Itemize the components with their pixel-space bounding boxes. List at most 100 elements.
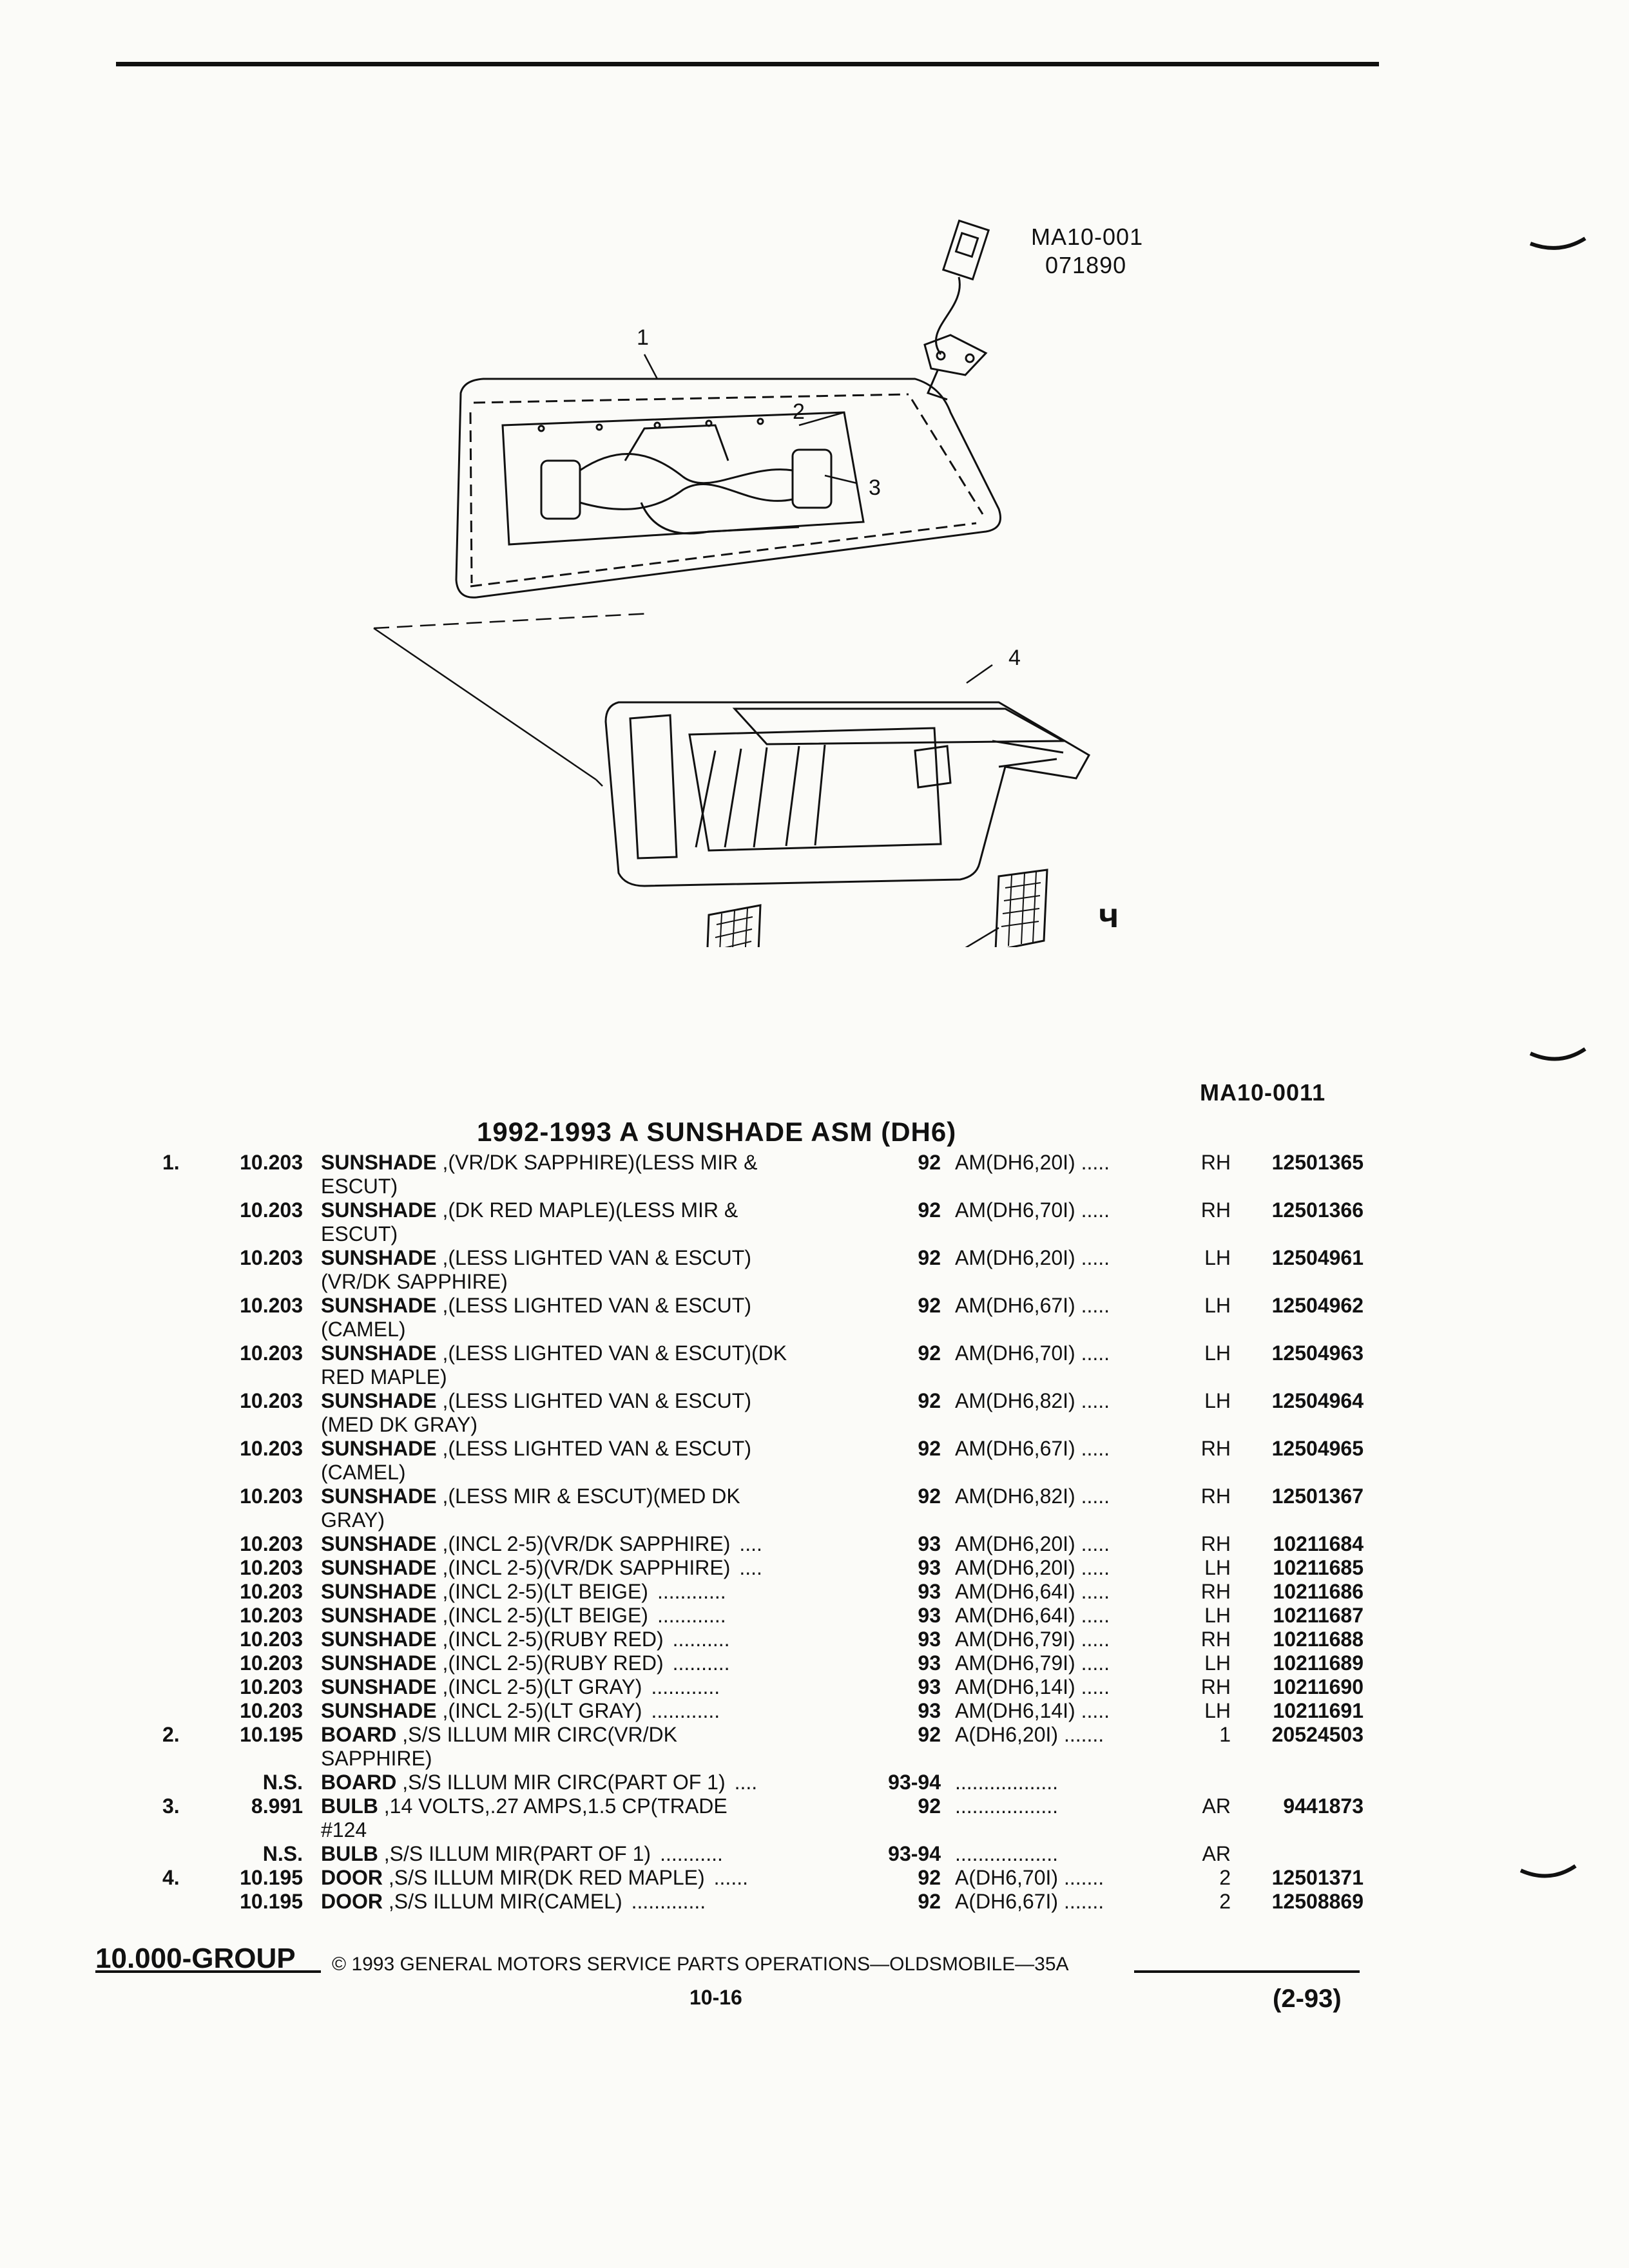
part-number: 10211688 — [1273, 1628, 1364, 1651]
part-year: 92 — [918, 1246, 941, 1269]
part-year: 93 — [918, 1580, 941, 1603]
part-number: 12501365 — [1271, 1151, 1364, 1174]
part-row: N.S.BOARD ,S/S ILLUM MIR CIRC(PART OF 1)… — [0, 1771, 1629, 1794]
part-desc-continued: #124 — [321, 1818, 367, 1841]
illustration-ref-code: MA10-001 — [1031, 224, 1144, 250]
part-number: 12504965 — [1271, 1437, 1364, 1460]
part-index: 4. — [162, 1866, 180, 1889]
part-index: 2. — [162, 1723, 180, 1746]
part-location: LH — [1204, 1294, 1231, 1317]
illustration-ref-date: 071890 — [1045, 252, 1127, 278]
part-number: 10211690 — [1273, 1675, 1364, 1698]
part-number: 12504961 — [1271, 1246, 1364, 1269]
part-desc: ,(LESS LIGHTED VAN & ESCUT)(DK — [442, 1341, 787, 1365]
part-description: SUNSHADE ,(INCL 2-5)(LT GRAY)...........… — [321, 1699, 720, 1723]
part-model: AM(DH6,82I) ..... — [955, 1389, 1110, 1413]
part-desc: ,S/S ILLUM MIR(DK RED MAPLE) — [388, 1866, 705, 1889]
part-desc-continued: GRAY) — [321, 1508, 385, 1532]
part-location: RH — [1200, 1437, 1231, 1460]
part-number: 12501367 — [1271, 1485, 1364, 1508]
part-group: 10.203 — [240, 1341, 303, 1365]
part-model-code: AM(DH6,79I) — [955, 1628, 1075, 1651]
part-desc: ,(LESS LIGHTED VAN & ESCUT) — [442, 1437, 751, 1460]
part-description: SUNSHADE ,(INCL 2-5)(LT BEIGE)..........… — [321, 1604, 726, 1628]
scan-mark-3 — [1519, 1864, 1577, 1878]
part-name: SUNSHADE — [321, 1532, 437, 1555]
part-number: 10211686 — [1273, 1580, 1364, 1603]
part-model-code: AM(DH6,20I) — [955, 1556, 1075, 1579]
part-name: BULB — [321, 1842, 378, 1865]
part-model-leader: ..... — [1081, 1628, 1110, 1651]
part-name: SUNSHADE — [321, 1341, 437, 1365]
part-model-leader: ..... — [1081, 1341, 1110, 1365]
part-year: 93 — [918, 1532, 941, 1555]
part-leader: ............ — [657, 1580, 726, 1603]
lens-left — [706, 904, 762, 947]
part-description: DOOR ,S/S ILLUM MIR(CAMEL)............. — [321, 1890, 706, 1914]
part-group: 10.203 — [240, 1675, 303, 1698]
part-desc-continued: ESCUT) — [321, 1222, 398, 1245]
part-group: 10.203 — [240, 1556, 303, 1579]
part-model: AM(DH6,70I) ..... — [955, 1341, 1110, 1365]
part-group: 10.195 — [240, 1866, 303, 1889]
part-model-code: AM(DH6,14I) — [955, 1699, 1075, 1722]
callout-4: 4 — [1008, 646, 1021, 670]
part-model-leader: ....... — [1063, 1723, 1104, 1746]
part-leader: ............ — [657, 1604, 726, 1627]
part-group: 10.195 — [240, 1890, 303, 1913]
part-location: RH — [1200, 1675, 1231, 1698]
callout-2: 2 — [793, 399, 805, 424]
part-group: 10.203 — [240, 1532, 303, 1555]
part-number: 12504964 — [1271, 1389, 1364, 1412]
part-leader: .......... — [672, 1651, 730, 1675]
section-title: 1992-1993 A SUNSHADE ASM (DH6) — [477, 1117, 957, 1147]
part-name: SUNSHADE — [321, 1651, 437, 1675]
part-number: 10211691 — [1273, 1699, 1364, 1722]
part-year: 92 — [918, 1866, 941, 1889]
part-description: SUNSHADE ,(INCL 2-5)(RUBY RED).......... — [321, 1651, 730, 1675]
part-desc-continued: (CAMEL) — [321, 1318, 406, 1341]
part-row: 10.203 SUNSHADE ,(LESS LIGHTED VAN & ESCU… — [0, 1341, 1629, 1389]
part-description: DOOR ,S/S ILLUM MIR(DK RED MAPLE)...... — [321, 1866, 748, 1890]
part-model: AM(DH6,79I) ..... — [955, 1651, 1110, 1675]
part-description: SUNSHADE ,(INCL 2-5)(LT GRAY)...........… — [321, 1675, 720, 1699]
part-description: SUNSHADE ,(LESS LIGHTED VAN & ESCUT)(CAM… — [321, 1294, 760, 1341]
part-group: 10.195 — [240, 1723, 303, 1746]
part-model-leader: ..... — [1081, 1151, 1110, 1174]
part-leader: .... — [739, 1556, 762, 1579]
part-model-code: A(DH6,70I) — [955, 1866, 1059, 1889]
part-desc: ,(VR/DK SAPPHIRE)(LESS MIR & — [442, 1151, 758, 1174]
part-location: RH — [1200, 1532, 1231, 1555]
part-desc: ,(INCL 2-5)(LT BEIGE) — [442, 1604, 648, 1627]
part-group: N.S. — [262, 1842, 303, 1865]
part-year: 92 — [918, 1437, 941, 1460]
part-model-code: AM(DH6,79I) — [955, 1651, 1075, 1675]
part-desc: ,S/S ILLUM MIR(PART OF 1) — [383, 1842, 651, 1865]
part-model-leader: ..... — [1081, 1437, 1110, 1460]
part-model-code: AM(DH6,70I) — [955, 1198, 1075, 1222]
part-name: BULB — [321, 1794, 378, 1818]
part-desc: ,(INCL 2-5)(VR/DK SAPPHIRE) — [442, 1532, 731, 1555]
part-name: SUNSHADE — [321, 1437, 437, 1460]
part-group: 8.991 — [251, 1794, 303, 1818]
part-description: SUNSHADE ,(INCL 2-5)(RUBY RED).......... — [321, 1628, 730, 1651]
part-number: 12504963 — [1271, 1341, 1364, 1365]
part-year: 92 — [918, 1794, 941, 1818]
part-index: 1. — [162, 1151, 180, 1174]
part-model-leader: .................. — [955, 1771, 1059, 1794]
part-number: 10211684 — [1273, 1532, 1364, 1555]
part-desc-continued: (VR/DK SAPPHIRE) — [321, 1270, 508, 1293]
part-number: 12504962 — [1271, 1294, 1364, 1317]
part-year: 92 — [918, 1485, 941, 1508]
part-year: 92 — [918, 1151, 941, 1174]
part-model-leader: ..... — [1081, 1580, 1110, 1603]
part-location: RH — [1200, 1485, 1231, 1508]
part-model-leader: ..... — [1081, 1699, 1110, 1722]
part-name: SUNSHADE — [321, 1294, 437, 1317]
